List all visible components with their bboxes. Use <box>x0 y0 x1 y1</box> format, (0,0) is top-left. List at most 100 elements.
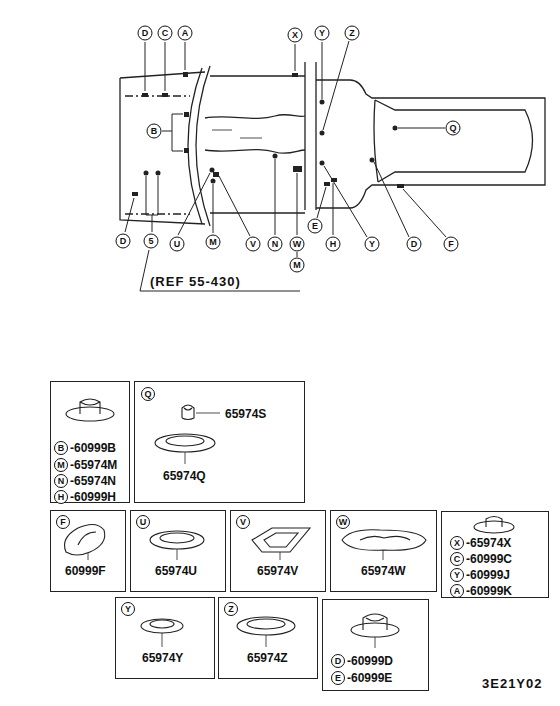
callout-letter: Y <box>450 568 464 582</box>
callout-letter: N <box>54 474 68 488</box>
parts-panel: U 65974U <box>130 510 226 592</box>
callout-letter: V <box>236 515 250 529</box>
part-number: 60999F <box>65 564 106 578</box>
callout-letter: H <box>326 237 341 252</box>
callout-letter: N <box>268 237 283 252</box>
plug-icon <box>351 623 399 637</box>
callout-letter: 5 <box>144 234 159 249</box>
callout-letter: Q <box>446 121 461 136</box>
part-number: 65974V <box>257 564 298 578</box>
rear-crossmember <box>305 62 316 210</box>
parts-panel: F 60999F <box>50 510 126 592</box>
part-number: -60999B <box>70 441 116 455</box>
plug-icon <box>474 521 514 533</box>
leader-line <box>266 635 267 647</box>
leader-line <box>88 553 89 560</box>
part-number: 65974W <box>361 564 406 578</box>
part-number: 65974U <box>155 564 197 578</box>
plug-icon <box>65 524 105 555</box>
parts-panel: W 65974W <box>330 510 437 592</box>
callout-letter: D <box>116 234 131 249</box>
parts-panel: Q 65974S 65974Q <box>134 381 305 503</box>
leader-line <box>185 452 186 464</box>
plug-icon <box>342 530 426 551</box>
leader-line <box>375 637 376 648</box>
part-number: -60999D <box>347 654 393 668</box>
dash-panel <box>188 66 210 226</box>
leader-line <box>162 633 163 647</box>
leader-lines <box>125 41 446 291</box>
part-number: -60999H <box>70 490 116 504</box>
callout-letter: Z <box>345 26 360 41</box>
parts-panel: D-60999DE-60999E <box>322 599 429 691</box>
callout-letter: W <box>290 237 305 252</box>
callout-letter: F <box>444 237 459 252</box>
leader-line <box>280 552 281 560</box>
callout-letter: Y <box>121 602 135 616</box>
callout-letter: V <box>246 237 261 252</box>
callout-letter: M <box>290 258 305 273</box>
parts-panel: Y 65974Y <box>115 597 215 679</box>
part-number: -60999C <box>466 552 512 566</box>
plug-icons <box>65 399 515 648</box>
callout-letter: A <box>450 584 464 598</box>
part-number: 65974Z <box>247 651 288 665</box>
plug-icon <box>237 617 295 635</box>
callout-letter: E <box>331 671 345 685</box>
reference-note: 3E21Y02 <box>482 676 543 691</box>
callout-letter: M <box>54 458 68 472</box>
callout-letter: B <box>54 441 68 455</box>
plug-icon <box>160 533 194 543</box>
plug-markers <box>132 72 404 196</box>
callout-letter: Z <box>224 602 238 616</box>
plug-icon <box>150 620 174 628</box>
plug-icon <box>141 619 183 633</box>
spare-tire-well <box>374 100 533 182</box>
callout-letter: H <box>54 490 68 504</box>
plug-icon <box>166 436 204 446</box>
plug-icon <box>155 434 215 452</box>
leader-line <box>196 413 220 414</box>
parts-panel: Z 65974Z <box>218 597 318 679</box>
part-number: -60999E <box>347 671 392 685</box>
callout-letter: W <box>336 515 350 529</box>
callout-letter: C <box>450 552 464 566</box>
plug-icon <box>66 407 114 421</box>
callout-letter: B <box>147 124 162 139</box>
callout-letter: X <box>450 536 464 550</box>
part-number: -65974X <box>466 536 511 550</box>
callout-letter: X <box>288 28 303 43</box>
parts-panel: B-60999BM-65974MN-65974NH-60999H <box>50 381 130 503</box>
callout-letter: Y <box>315 26 330 41</box>
callout-letter: U <box>170 237 185 252</box>
part-number: -60999K <box>466 584 512 598</box>
floor-tunnel <box>205 115 305 154</box>
callout-letter: M <box>206 235 221 250</box>
part-number: -65974N <box>70 474 116 488</box>
callout-letter: D <box>138 26 153 41</box>
part-number: 65974Y <box>142 651 183 665</box>
parts-panel: X-65974XC-60999CY-60999JA-60999K <box>441 511 549 598</box>
plug-icon <box>486 517 502 528</box>
callout-letter: Q <box>141 387 155 401</box>
plug-icon <box>252 528 310 552</box>
part-number: -65974M <box>70 458 117 472</box>
leader-line <box>383 550 384 560</box>
plug-icon <box>150 531 204 549</box>
part-number: 65974S <box>225 407 266 421</box>
callout-letter: F <box>56 515 70 529</box>
callout-letter: C <box>158 26 173 41</box>
callout-letter: D <box>331 654 345 668</box>
plug-icon <box>247 619 285 629</box>
part-number: 65974Q <box>163 469 206 483</box>
plug-icon <box>182 405 194 420</box>
leader-line <box>177 549 178 560</box>
callout-letter: U <box>136 515 150 529</box>
callout-letter: D <box>407 237 422 252</box>
plug-icon <box>363 614 387 630</box>
plug-icon <box>80 399 100 414</box>
tunnel-detail <box>212 130 262 138</box>
callout-letter: E <box>308 219 323 234</box>
parts-panel: V 65974V <box>230 510 326 592</box>
